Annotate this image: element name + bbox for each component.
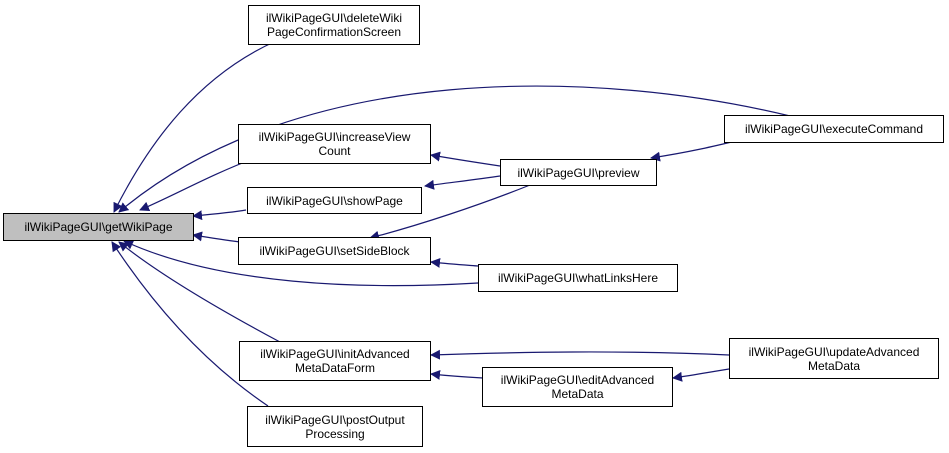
node-label-line: ilWikiPageGUI\preview [517, 165, 640, 180]
node-label-line: ilWikiPageGUI\executeCommand [744, 122, 924, 136]
node-label-line: MetaData [551, 387, 604, 401]
edge-preview-to-increaseview [430, 151, 501, 167]
edge-whatlinkshere-to-getwikipage [123, 240, 479, 287]
node-label-line: Count [318, 144, 351, 158]
node-set-side-block[interactable]: ilWikiPageGUI\setSideBlock [238, 237, 431, 265]
edge-editadvanced-to-initadvanced [430, 369, 484, 380]
edge-preview-to-showpage [424, 175, 501, 190]
edge-postoutput-to-getwikipage [111, 241, 269, 407]
node-label-line: ilWikiPageGUI\increaseView [258, 130, 411, 144]
edge-initadvanced-to-getwikipage [118, 241, 281, 343]
node-label-line: MetaData [807, 358, 861, 373]
edge-preview-to-setsideblock [369, 184, 531, 241]
node-label-line: ilWikiPageGUI\deleteWiki [265, 11, 403, 25]
node-execute-command[interactable]: ilWikiPageGUI\executeCommand [724, 115, 944, 143]
node-label-line: MetaDataForm [294, 361, 376, 375]
edge-executecommand-to-getwikipage [118, 85, 791, 213]
node-what-links-here[interactable]: ilWikiPageGUI\whatLinksHere [478, 264, 678, 292]
node-show-page[interactable]: ilWikiPageGUI\showPage [247, 187, 422, 214]
node-label-line: PageConfirmationScreen [266, 25, 402, 39]
node-label-line: ilWikiPageGUI\initAdvanced [260, 347, 410, 361]
node-label-line: ilWikiPageGUI\updateAdvanced [748, 344, 920, 359]
node-label-line: Processing [305, 426, 365, 441]
node-label-line: ilWikiPageGUI\showPage [266, 193, 403, 208]
edge-updateadvanced-to-initadvanced [430, 349, 730, 360]
edge-updateadvanced-to-editadvanced [672, 368, 730, 382]
edge-setsideblock-to-getwikipage [192, 231, 241, 243]
node-label-line: ilWikiPageGUI\editAdvanced [500, 373, 655, 387]
edge-showpage-to-getwikipage [192, 209, 247, 221]
node-label-line: ilWikiPageGUI\setSideBlock [259, 244, 410, 258]
node-label-line: ilWikiPageGUI\getWikiPage [24, 220, 173, 234]
node-get-wiki-page: ilWikiPageGUI\getWikiPage [3, 213, 194, 241]
node-preview[interactable]: ilWikiPageGUI\preview [500, 159, 657, 186]
node-label-line: ilWikiPageGUI\postOutput [265, 412, 405, 427]
node-label-line: ilWikiPageGUI\whatLinksHere [497, 271, 659, 285]
edge-deletewiki-to-getwikipage [113, 40, 277, 213]
edge-whatlinkshere-to-setsideblock [430, 257, 479, 268]
